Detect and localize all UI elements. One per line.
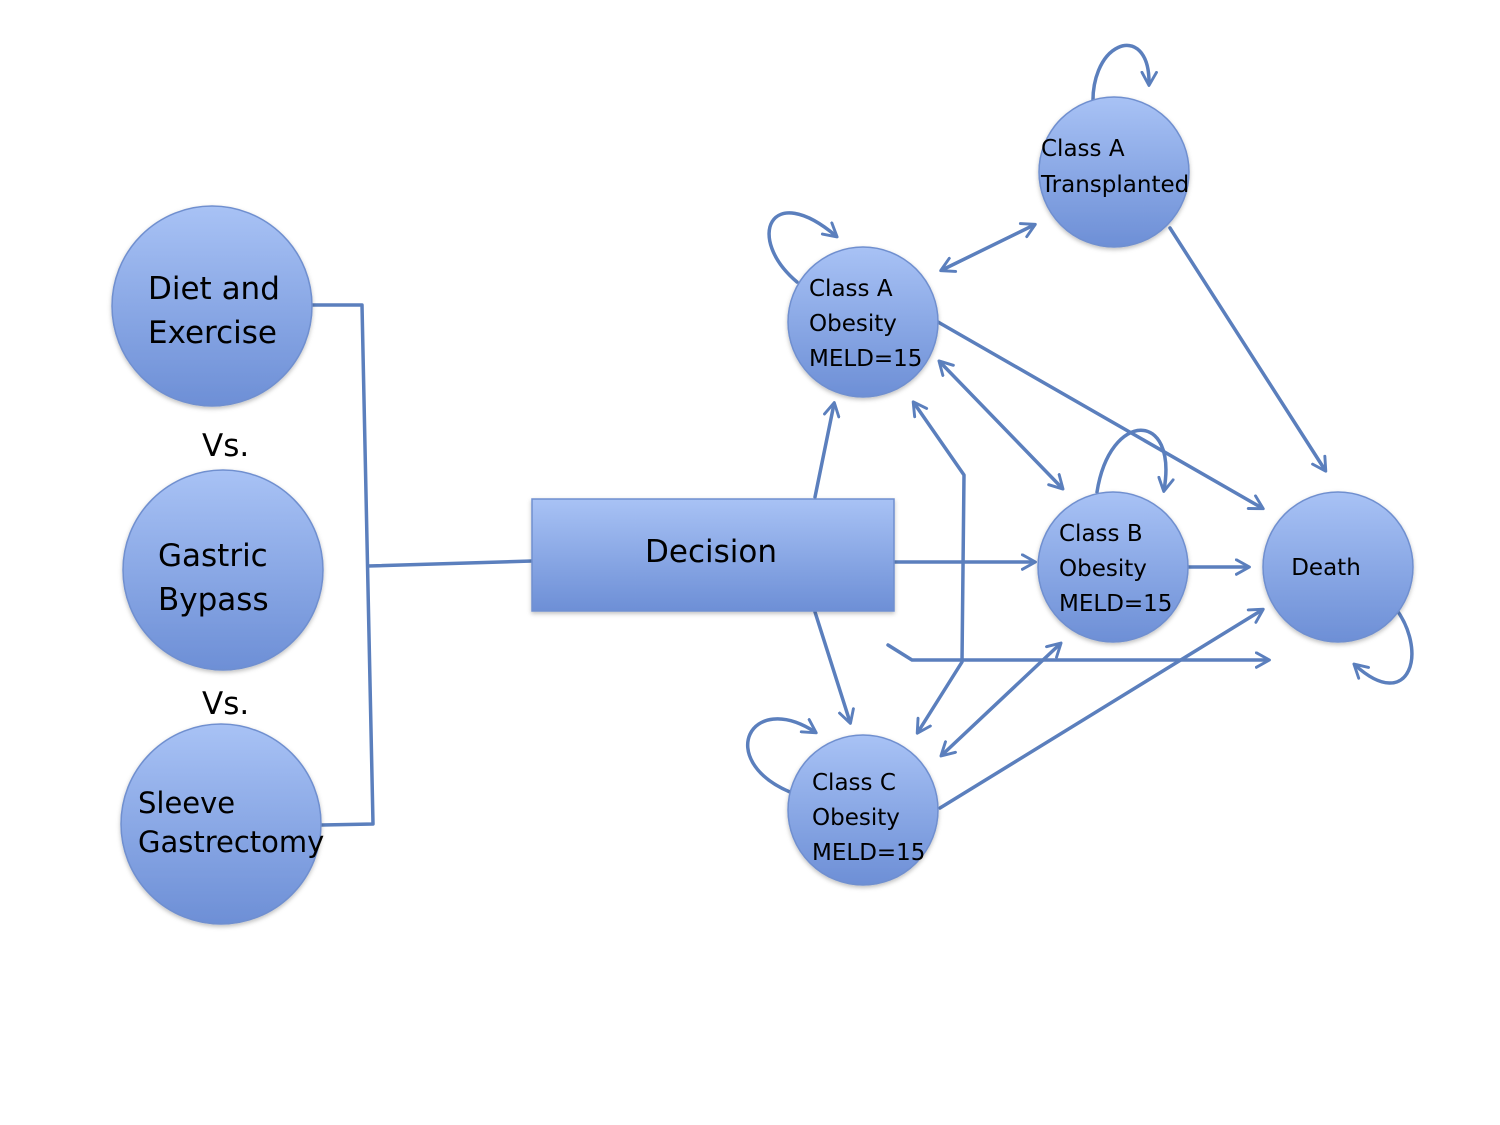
loop-death — [1352, 603, 1414, 685]
arrow-decision-to-death — [886, 643, 1271, 669]
vs-label-1: Vs. — [202, 428, 249, 464]
class-b-label-line1: Class B — [1059, 521, 1143, 547]
decision-label: Decision — [645, 534, 777, 570]
death-label: Death — [1291, 555, 1361, 581]
diet-label-line2: Exercise — [148, 315, 277, 351]
sleeve-label-line1: Sleeve — [138, 786, 235, 820]
node-class-b-obesity: Class B Obesity MELD=15 — [1037, 491, 1189, 643]
class-c-label-line2: Obesity — [812, 805, 900, 831]
loop-transplanted — [1091, 43, 1158, 118]
diet-label-line1: Diet and — [148, 271, 280, 307]
vs-label-2: Vs. — [202, 686, 249, 722]
option-connectors — [310, 303, 534, 827]
connector-bypass — [366, 559, 534, 568]
arrow-transplanted-to-death — [1168, 226, 1328, 473]
arrow-class-a-class-c — [911, 400, 966, 735]
transplanted-label-line1: Class A — [1041, 136, 1125, 162]
loop-class-c — [746, 717, 818, 794]
transition-arrows — [746, 43, 1414, 810]
class-c-label-line3: MELD=15 — [812, 840, 925, 866]
loop-class-b — [1095, 428, 1175, 494]
class-b-label-line3: MELD=15 — [1059, 591, 1172, 617]
class-a-label-line2: Obesity — [809, 311, 897, 337]
node-diet-exercise: Diet and Exercise — [111, 205, 313, 407]
arrow-class-c-to-death — [938, 607, 1265, 810]
class-a-label-line1: Class A — [809, 276, 893, 302]
node-death: Death — [1262, 491, 1414, 643]
arrow-class-a-class-b — [937, 359, 1065, 491]
node-class-a-obesity: Class A Obesity MELD=15 — [787, 246, 939, 398]
bypass-label-line2: Bypass — [158, 582, 269, 618]
arrow-class-b-class-c — [939, 641, 1063, 758]
class-a-label-line3: MELD=15 — [809, 346, 922, 372]
transplanted-label-line2: Transplanted — [1040, 172, 1189, 198]
decision-box: Decision — [531, 498, 895, 612]
arrow-class-a-transplant — [939, 222, 1037, 273]
arrow-decision-to-class-a — [813, 401, 841, 499]
sleeve-label-line2: Gastrectomy — [138, 825, 324, 859]
loop-class-a — [767, 211, 839, 284]
bypass-label-line1: Gastric — [158, 538, 268, 574]
arrow-decision-to-class-c — [813, 610, 855, 725]
node-gastric-bypass: Gastric Bypass — [122, 469, 324, 671]
node-sleeve-gastrectomy: Sleeve Gastrectomy — [120, 723, 324, 925]
node-class-a-transplanted: Class A Transplanted — [1038, 96, 1190, 248]
class-c-label-line1: Class C — [812, 770, 896, 796]
arrow-class-a-to-death — [936, 320, 1265, 511]
node-class-c-obesity: Class C Obesity MELD=15 — [787, 734, 939, 886]
class-b-label-line2: Obesity — [1059, 556, 1147, 582]
